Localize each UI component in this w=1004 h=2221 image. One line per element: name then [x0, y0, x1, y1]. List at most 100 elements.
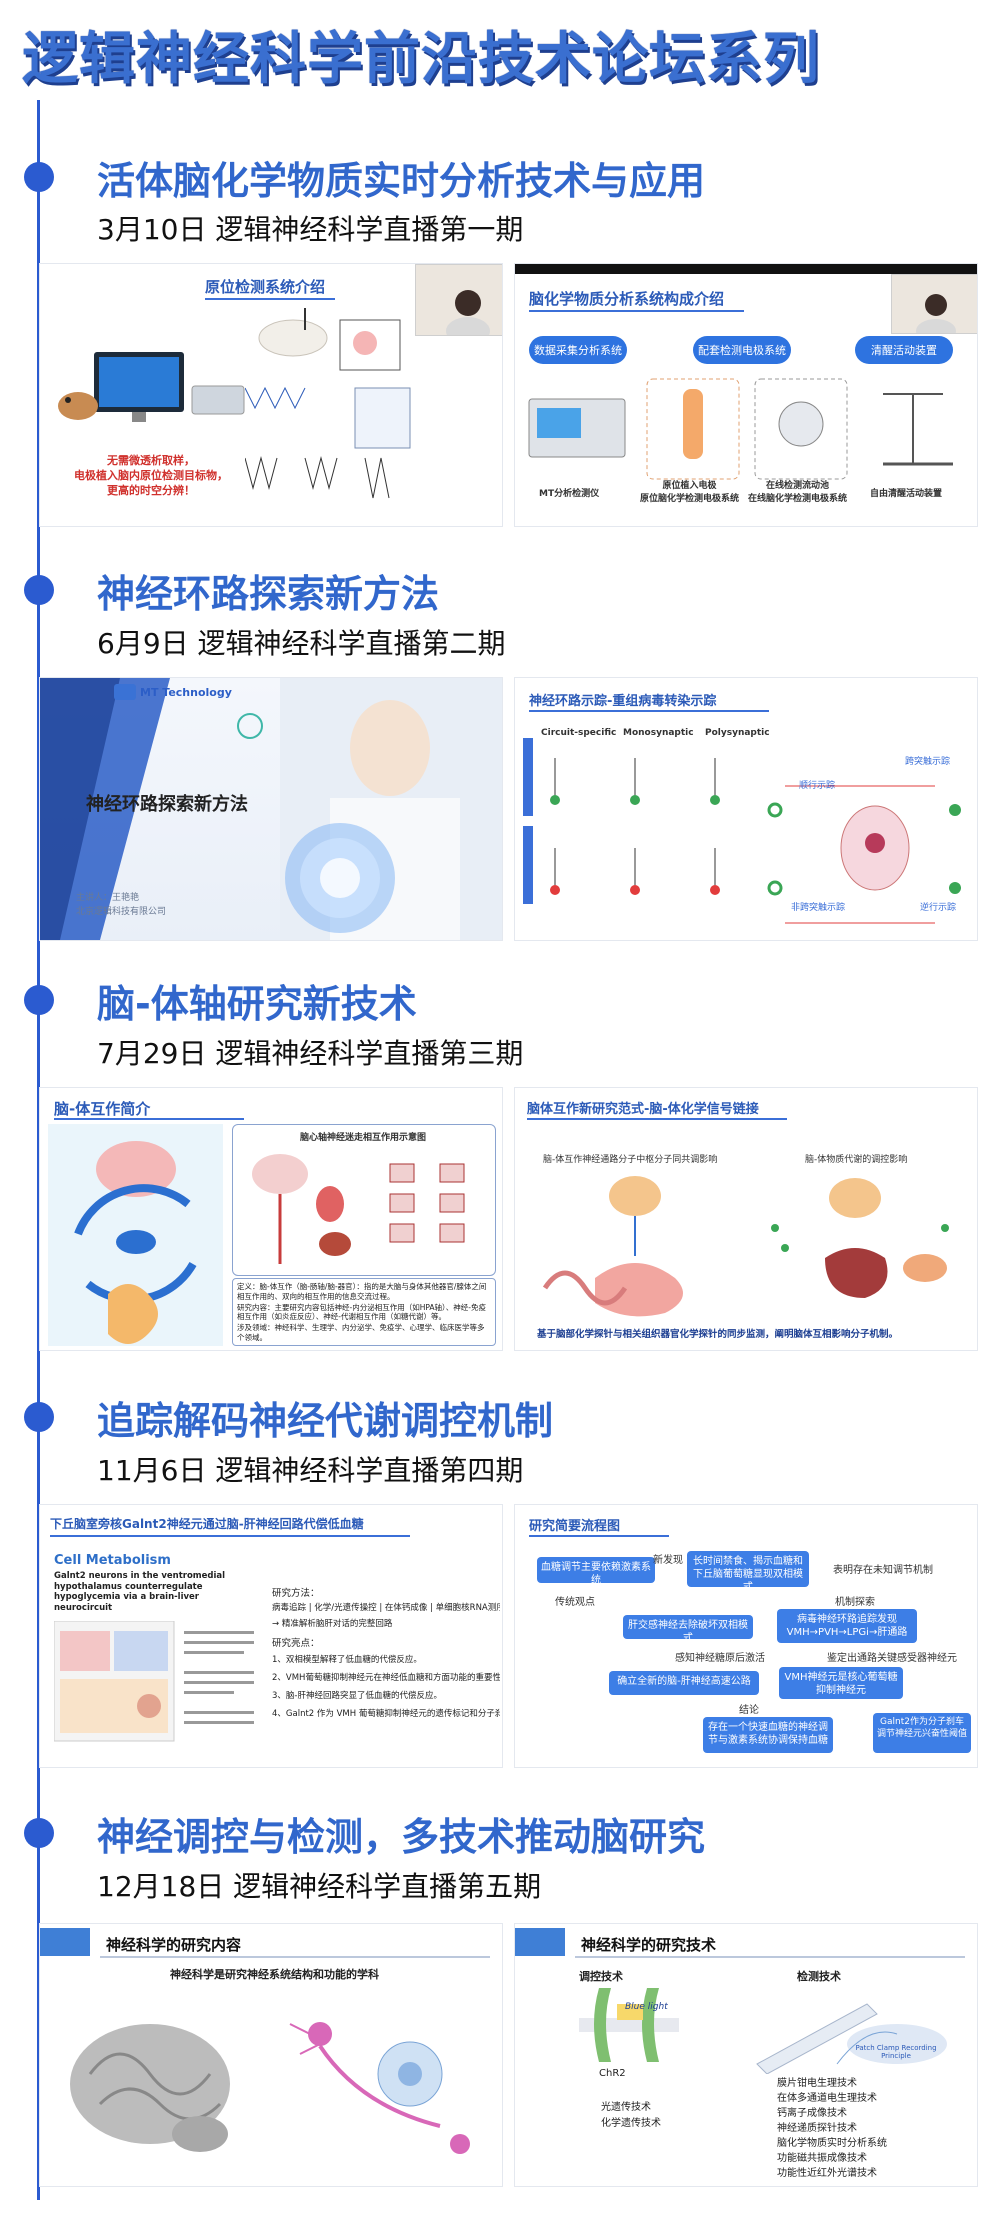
flow-node: VMH神经元是核心葡萄糖抑制神经元 [779, 1667, 903, 1699]
label-non-transsynaptic: 非跨突触示踪 [791, 903, 846, 913]
caption-flow-cell: 在线检测流动池 在线脑化学检测电极系统 [748, 481, 848, 504]
presenter-icon [892, 275, 977, 343]
left-panel-title: 脑-体互作神经通路分子中枢分子同共调影响 [543, 1155, 718, 1165]
caption-awake-device: 自由清醒活动装置 [870, 489, 943, 499]
header-tab [40, 1928, 90, 1956]
pill-data-system: 数据采集分析系统 [529, 336, 627, 364]
detection-item: 在体多通道电生理技术 [777, 2093, 877, 2104]
regulation-item: 光遗传技术 [601, 2102, 651, 2113]
heading-underline [205, 298, 335, 300]
section-title: 脑-体轴研究新技术 [97, 982, 417, 1026]
section-title: 活体脑化学物质实时分析技术与应用 [97, 159, 706, 203]
slide-analysis-system: 脑化学物质分析系统构成介绍 数据采集分析系统 配套检测电极系统 清醒活动装置 M… [515, 264, 977, 526]
section-title: 神经环路探索新方法 [97, 572, 440, 616]
tracing-diagram [550, 758, 961, 924]
diagram-title: 脑心轴神经迷走相互作用示意图 [300, 1133, 427, 1143]
heading-underline [100, 1956, 490, 1958]
system-components [528, 378, 953, 480]
col-polysynaptic: Polysynaptic [705, 728, 770, 738]
label-patch-clamp: Patch Clamp Recording Principle [855, 2044, 937, 2060]
optogenetics-channel [579, 1988, 679, 2062]
research-text: 研究内容：主要研究内容包括神经-内分泌相互作用（如HPA轴）、神经-免疫相互作用… [237, 1302, 486, 1322]
cover-title: 神经环路探索新方法 [86, 794, 248, 815]
paper-figure [54, 1621, 254, 1742]
timeline-dot [24, 985, 54, 1015]
highlight-item: 4、Galnt2 作为 VMH 葡萄糖抑制神经元的遗传标记和分子刹车。 [272, 1709, 500, 1719]
col-monosynaptic: Monosynaptic [623, 728, 694, 738]
flow-label: 传统观点 [555, 1597, 595, 1608]
heading-underline [529, 310, 744, 312]
diagram-box [232, 1124, 496, 1276]
label-chr2: ChR2 [599, 2068, 626, 2079]
brain-neuron-illustration [70, 2022, 470, 2154]
flow-label: 感知神经糖原后激活 [675, 1653, 765, 1664]
detection-item: 钙离子成像技术 [777, 2108, 847, 2119]
label-anterograde: 顺行示踪 [799, 781, 836, 791]
slide-caption: 无需微透析取样， 电极植入脑内原位检测目标物， 更高的时空分辨！ [74, 454, 228, 497]
slide-flowchart: 研究简要流程图 血糖调节主要依赖激素系统 长时间禁食、揭示血糖和下丘脑葡萄糖显现… [515, 1505, 977, 1767]
highlight-item: 3、脑-肝神经回路突显了低血糖的代偿反应。 [272, 1691, 442, 1701]
brand-name: MT Technology [140, 686, 232, 699]
slide-footer: 基于脑部化学探针与相关组织器官化学探针的同步监测，阐明脑体互相影响分子机制。 [537, 1329, 899, 1340]
heading-underline [54, 1118, 244, 1120]
flow-node: 长时间禁食、揭示血糖和下丘脑葡萄糖显现双相模式 [687, 1551, 809, 1593]
timeline-dot [24, 575, 54, 605]
label-transsynaptic: 跨突触示踪 [905, 757, 951, 767]
article-title: Galnt2 neurons in the ventromedial hypot… [54, 1571, 226, 1613]
slide-heading: 脑体互作新研究范式-脑-体化学信号链接 [527, 1102, 759, 1117]
header-tab [515, 1928, 565, 1956]
flow-node: 血糖调节主要依赖激素系统 [537, 1557, 655, 1586]
slide-in-situ-detection: 原位检测系统介绍 无需微透析取样， 电极植入脑内原位检测目标物， 更高的时空分辨… [40, 264, 502, 526]
heading-underline [527, 1118, 787, 1120]
side-bar-top [523, 738, 533, 816]
heading-underline [50, 1535, 410, 1537]
slide-heading: 神经科学的研究内容 [106, 1936, 242, 1954]
flow-label: 鉴定出通路关键感受器神经元 [827, 1653, 957, 1664]
slide-heading: 神经科学的研究技术 [581, 1936, 717, 1954]
timeline-line [37, 100, 40, 2200]
highlights-label: 研究亮点： [272, 1638, 320, 1649]
right-panel-title: 脑-体物质代谢的调控影响 [805, 1155, 908, 1165]
slide-heading: 下丘脑室旁核Galnt2神经元通过脑-肝神经回路代偿低血糖 [50, 1517, 364, 1531]
highlight-item: 1、双相模型解释了低血糖的代偿反应。 [272, 1655, 422, 1665]
slide-subtitle: 神经科学是研究神经系统结构和功能的学科 [170, 1968, 379, 1981]
section-date: 3月10日 逻辑神经科学直播第一期 [97, 213, 524, 246]
slide-heading: 脑化学物质分析系统构成介绍 [529, 290, 725, 308]
slide-neuro-techniques: 神经科学的研究技术 调控技术 检测技术 Blue light ChR2 光遗传技… [515, 1924, 977, 2186]
detection-item: 脑化学物质实时分析系统 [777, 2138, 887, 2149]
page-title: 逻辑神经科学前沿技术论坛系列 [22, 27, 820, 92]
section-title: 追踪解码神经代谢调控机制 [97, 1399, 554, 1443]
slide-heading: 神经环路示踪-重组病毒转染示踪 [529, 694, 717, 709]
methods-extra: → 精准解析脑肝对话的完整回路 [272, 1619, 393, 1629]
detection-item: 膜片钳电生理技术 [777, 2078, 857, 2089]
heading-underline [529, 1535, 669, 1537]
section-title: 神经调控与检测，多技术推动脑研究 [97, 1815, 706, 1859]
col-circuit-specific: Circuit-specific [541, 728, 617, 738]
flow-label: 表明存在未知调节机制 [833, 1565, 933, 1576]
detection-item: 功能磁共振成像技术 [777, 2153, 867, 2164]
flow-node: 肝交感神经去除破坏双相模式 [623, 1615, 753, 1644]
patch-clamp-illustration [756, 2003, 947, 2074]
slide-circuit-cover: MT Technology 神经环路探索新方法 主讲人：王艳艳 北京逻辑科技有限… [40, 678, 502, 940]
section-date: 6月9日 逻辑神经科学直播第二期 [97, 627, 506, 660]
methods-text: 病毒追踪 | 化学/光遗传操控 | 在体钙成像 | 单细胞核RNA测序 | … [272, 1603, 500, 1613]
brain-body-cycle [48, 1124, 223, 1346]
label-retrograde: 逆行示踪 [920, 903, 957, 913]
fields-text: 涉及领域：神经科学、生理学、内分泌学、免疫学、心理学、临床医学等多个领域。 [237, 1323, 485, 1342]
timeline-dot [24, 1818, 54, 1848]
cover-footer: 主讲人：王艳艳 北京逻辑科技有限公司 [76, 893, 167, 917]
slide-heading: 研究简要流程图 [529, 1519, 621, 1534]
definition-text: 定义：脑-体互作（脑-肠轴/脑-器官）：指的是大脑与身体其他器官/腺体之间相互作… [237, 1282, 487, 1301]
webcam-thumbnail [415, 264, 502, 345]
heading-underline [529, 710, 769, 712]
flow-node: 病毒神经环路追踪发现 VMH→PVH→LPGi→肝通路 [777, 1609, 917, 1643]
flow-label: 新发现 [653, 1555, 683, 1566]
slide-heading: 原位检测系统介绍 [205, 278, 326, 296]
timeline-dot [24, 162, 54, 192]
pill-electrode-system: 配套检测电极系统 [693, 336, 791, 364]
slide-heading: 脑-体互作简介 [54, 1100, 151, 1118]
slide-neuro-content: 神经科学的研究内容 神经科学是研究神经系统结构和功能的学科 [40, 1924, 502, 2186]
timeline-dot [24, 1402, 54, 1432]
slide-topbar [515, 264, 977, 274]
side-bar-bottom [523, 826, 533, 904]
